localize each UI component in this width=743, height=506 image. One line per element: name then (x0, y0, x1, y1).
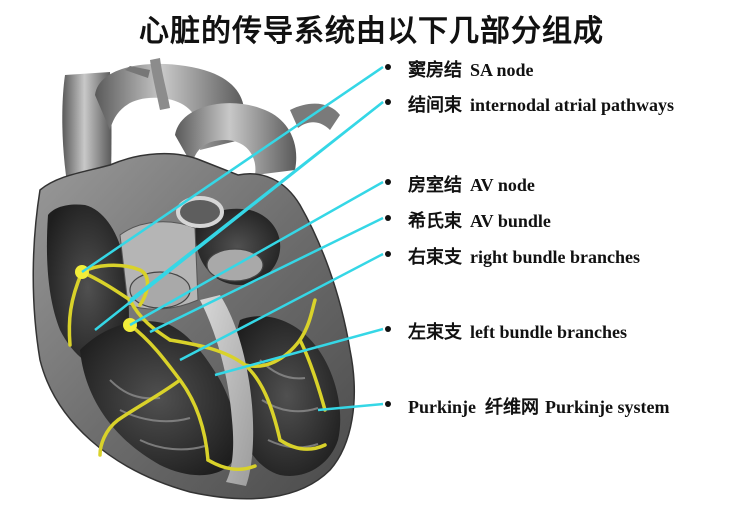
label-av-node-en: AV node (470, 175, 535, 195)
label-av-bundle: 希氏束 AV bundle (408, 207, 551, 233)
interventricular-septum (200, 295, 254, 486)
bullet-sa-node (385, 64, 391, 70)
bullet-right-bundle (385, 251, 391, 257)
label-av-node: 房室结 AV node (408, 171, 535, 197)
leader-av-bundle (149, 216, 384, 334)
aorta-branch-1 (125, 66, 150, 78)
label-sa-node-cn: 窦房结 (408, 60, 462, 81)
leader-lines (81, 65, 384, 412)
label-internodal: 结间束 internodal atrial pathways (408, 91, 674, 117)
aorta-branch-2 (150, 58, 170, 110)
bullet-internodal (385, 99, 391, 105)
label-purkinje-cn: Purkinje 纤维网 (408, 397, 540, 417)
pulmonary-artery (175, 103, 297, 175)
pulmonary-trunk-right (290, 103, 340, 130)
bullet-av-bundle (385, 215, 391, 221)
label-av-node-cn: 房室结 (408, 175, 462, 196)
bullet-left-bundle (385, 326, 391, 332)
bullet-av-node (385, 179, 391, 185)
aortic-valve-ring (176, 196, 224, 228)
label-sa-node-en: SA node (470, 60, 534, 80)
leader-internodal-2 (129, 101, 384, 301)
label-left-bundle-en: left bundle branches (470, 322, 628, 342)
bullet-purkinje (385, 401, 391, 407)
label-left-bundle: 左束支 left bundle branches (408, 318, 627, 344)
label-purkinje-en: Purkinje system (545, 397, 670, 417)
label-sa-node: 窦房结 SA node (408, 56, 534, 82)
label-right-bundle: 右束支 right bundle branches (408, 243, 640, 269)
label-internodal-cn: 结间束 (408, 95, 462, 116)
label-av-bundle-cn: 希氏束 (408, 211, 462, 232)
conduction-system (67, 263, 327, 472)
label-right-bundle-en: right bundle branches (470, 247, 641, 267)
label-right-bundle-cn: 右束支 (408, 247, 462, 268)
left-ventricle-cavity (233, 316, 341, 476)
leader-right-bundle (179, 252, 384, 362)
leader-sa-node (81, 65, 384, 274)
label-internodal-en: internodal atrial pathways (470, 95, 675, 115)
label-left-bundle-cn: 左束支 (408, 322, 462, 343)
leader-av-node (129, 180, 384, 327)
leader-purkinje (317, 402, 384, 412)
slide-title: 心脏的传导系统由以下几部分组成 (139, 14, 604, 49)
right-atrium-cavity (46, 204, 129, 371)
label-av-bundle-en: AV bundle (470, 211, 551, 231)
leader-left-bundle (214, 327, 384, 377)
